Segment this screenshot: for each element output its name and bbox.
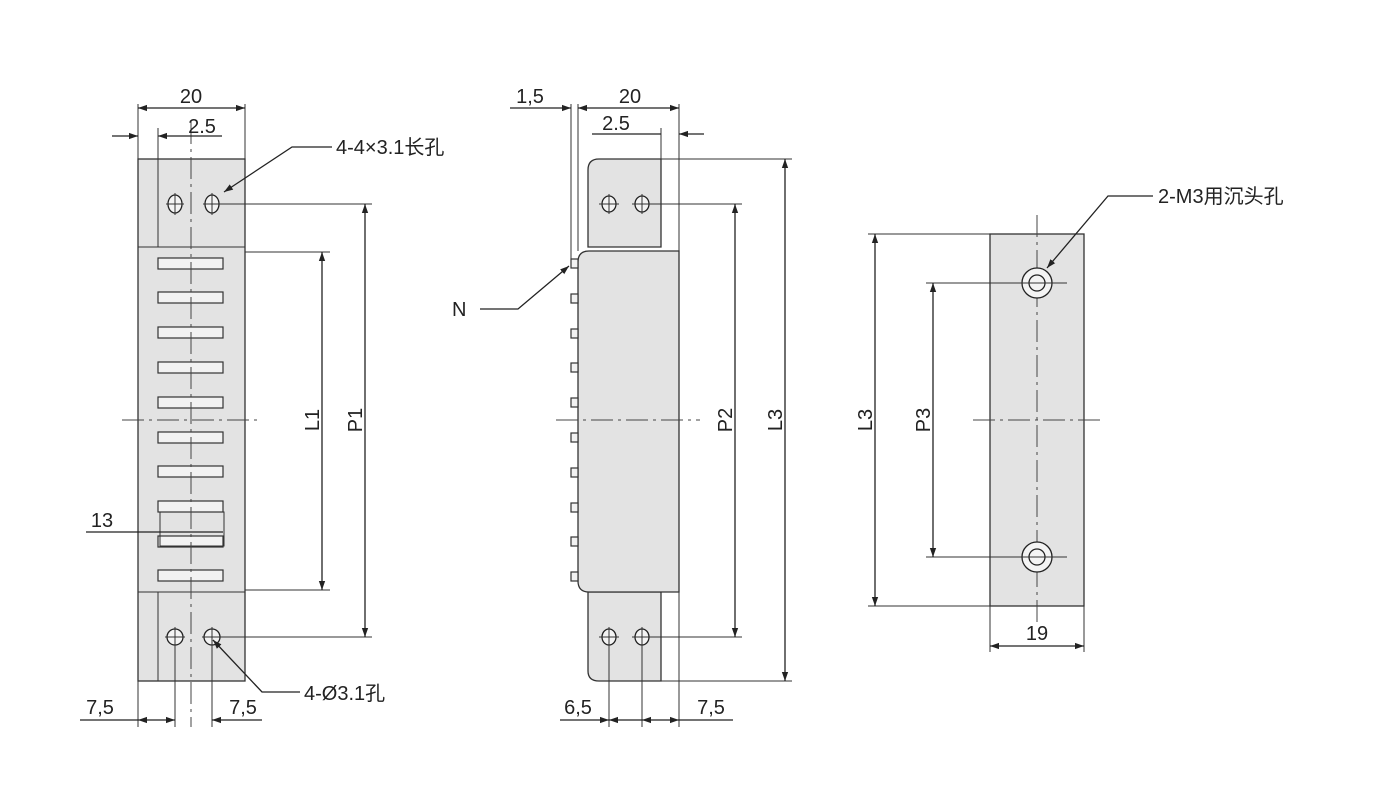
v3-holes-label: 2-M3用沉头孔 [1158,185,1284,208]
view-cover-plate: 2-M3用沉头孔 L3 P3 19 [855,185,1284,652]
v1-l1-label: L1 [302,409,324,431]
v2-n-label: N [452,299,466,321]
v3-p3-label: P3 [913,408,935,432]
v1-slot-label: 13 [91,510,113,532]
v2-thickness-label: 1,5 [516,86,544,108]
v2-offset-label: 2.5 [602,113,630,135]
v1-width-label: 20 [180,86,202,108]
countersunk-holes [1015,267,1067,573]
side-top-tab [587,158,662,248]
side-bottom-tab [587,591,662,682]
view-side: 1,5 20 2.5 N P2 L3 6,5 7,5 [452,86,792,727]
v1-hole-spacing-label: 7,5 [229,697,257,719]
view-front-slotted: 20 2.5 4-4×3.1长孔 L1 P1 13 4-Ø3.1孔 7,5 7,… [80,86,444,727]
bottom-holes [165,627,222,727]
side-pins [570,258,579,582]
v1-offset-label: 2.5 [188,116,216,138]
v2-right-edge-label: 7,5 [697,697,725,719]
v2-width-label: 20 [619,86,641,108]
v1-round-holes-label: 4-Ø3.1孔 [304,682,385,705]
v2-l3-label: L3 [765,409,787,431]
v2-left-edge-label: 6,5 [564,697,592,719]
v2-p2-label: P2 [715,408,737,432]
v3-width-label: 19 [1026,623,1048,645]
v1-p1-label: P1 [345,408,367,432]
v1-left-edge-label: 7,5 [86,697,114,719]
side-main-block [577,250,680,593]
v3-l3-label: L3 [855,409,877,431]
v1-slot-holes-label: 4-4×3.1长孔 [336,136,444,159]
